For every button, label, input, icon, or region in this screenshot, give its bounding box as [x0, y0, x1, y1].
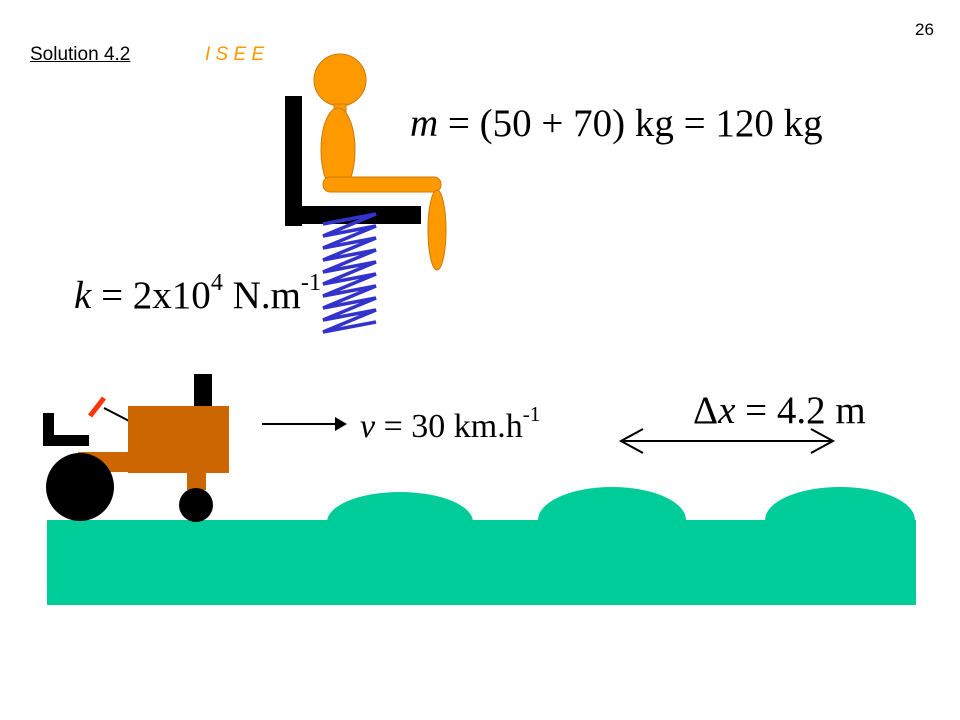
tractor: [43, 374, 229, 522]
tractor-seat-back: [43, 413, 54, 445]
solution-title: Solution 4.2: [30, 44, 131, 65]
seat-base: [285, 206, 421, 224]
tractor-seat-base: [43, 435, 89, 446]
spring-unit: N.m: [222, 274, 301, 317]
tractor-chassis: [78, 452, 229, 472]
spring: [322, 212, 377, 334]
tractor-front-axle: [187, 470, 206, 490]
velocity-exponent: -1: [522, 402, 541, 427]
velocity-symbol: v: [360, 408, 376, 445]
page-number: 26: [915, 20, 934, 39]
displacement-symbol: x: [718, 389, 736, 432]
velocity-equation: v = 30 km.h-1: [360, 404, 540, 446]
delta-symbol: Δ: [693, 389, 719, 432]
tractor-rear-wheel: [46, 453, 114, 521]
person-leg: [427, 189, 447, 271]
person: [313, 53, 447, 271]
displacement-equation: Δx = 4.2 m: [693, 388, 866, 433]
spring-constant-equation: k = 2x104 N.m-1: [74, 270, 321, 318]
spring-unit-exponent: -1: [300, 268, 322, 296]
person-thigh: [322, 176, 442, 193]
velocity-value: = 30 km.h: [375, 408, 523, 445]
ground: [47, 487, 916, 605]
mass-value: = (50 + 70) kg = 120 kg: [438, 102, 823, 145]
spring-value: = 2x10: [91, 274, 211, 317]
tractor-lever: [88, 396, 106, 418]
person-head: [313, 53, 367, 107]
seat: [285, 96, 421, 226]
spring-symbol: k: [74, 274, 92, 317]
tractor-front-wheel: [179, 488, 213, 522]
velocity-arrow: [262, 417, 347, 431]
method-label: I S E E: [205, 44, 265, 65]
mass-equation: m = (50 + 70) kg = 120 kg: [410, 101, 823, 146]
displacement-arrow: [618, 428, 836, 454]
spring-exponent: 4: [210, 268, 223, 296]
ground-strip: [47, 520, 916, 605]
displacement-value: = 4.2 m: [735, 389, 866, 432]
seat-back: [285, 96, 302, 226]
tractor-exhaust: [194, 374, 212, 408]
mass-symbol: m: [410, 102, 439, 145]
